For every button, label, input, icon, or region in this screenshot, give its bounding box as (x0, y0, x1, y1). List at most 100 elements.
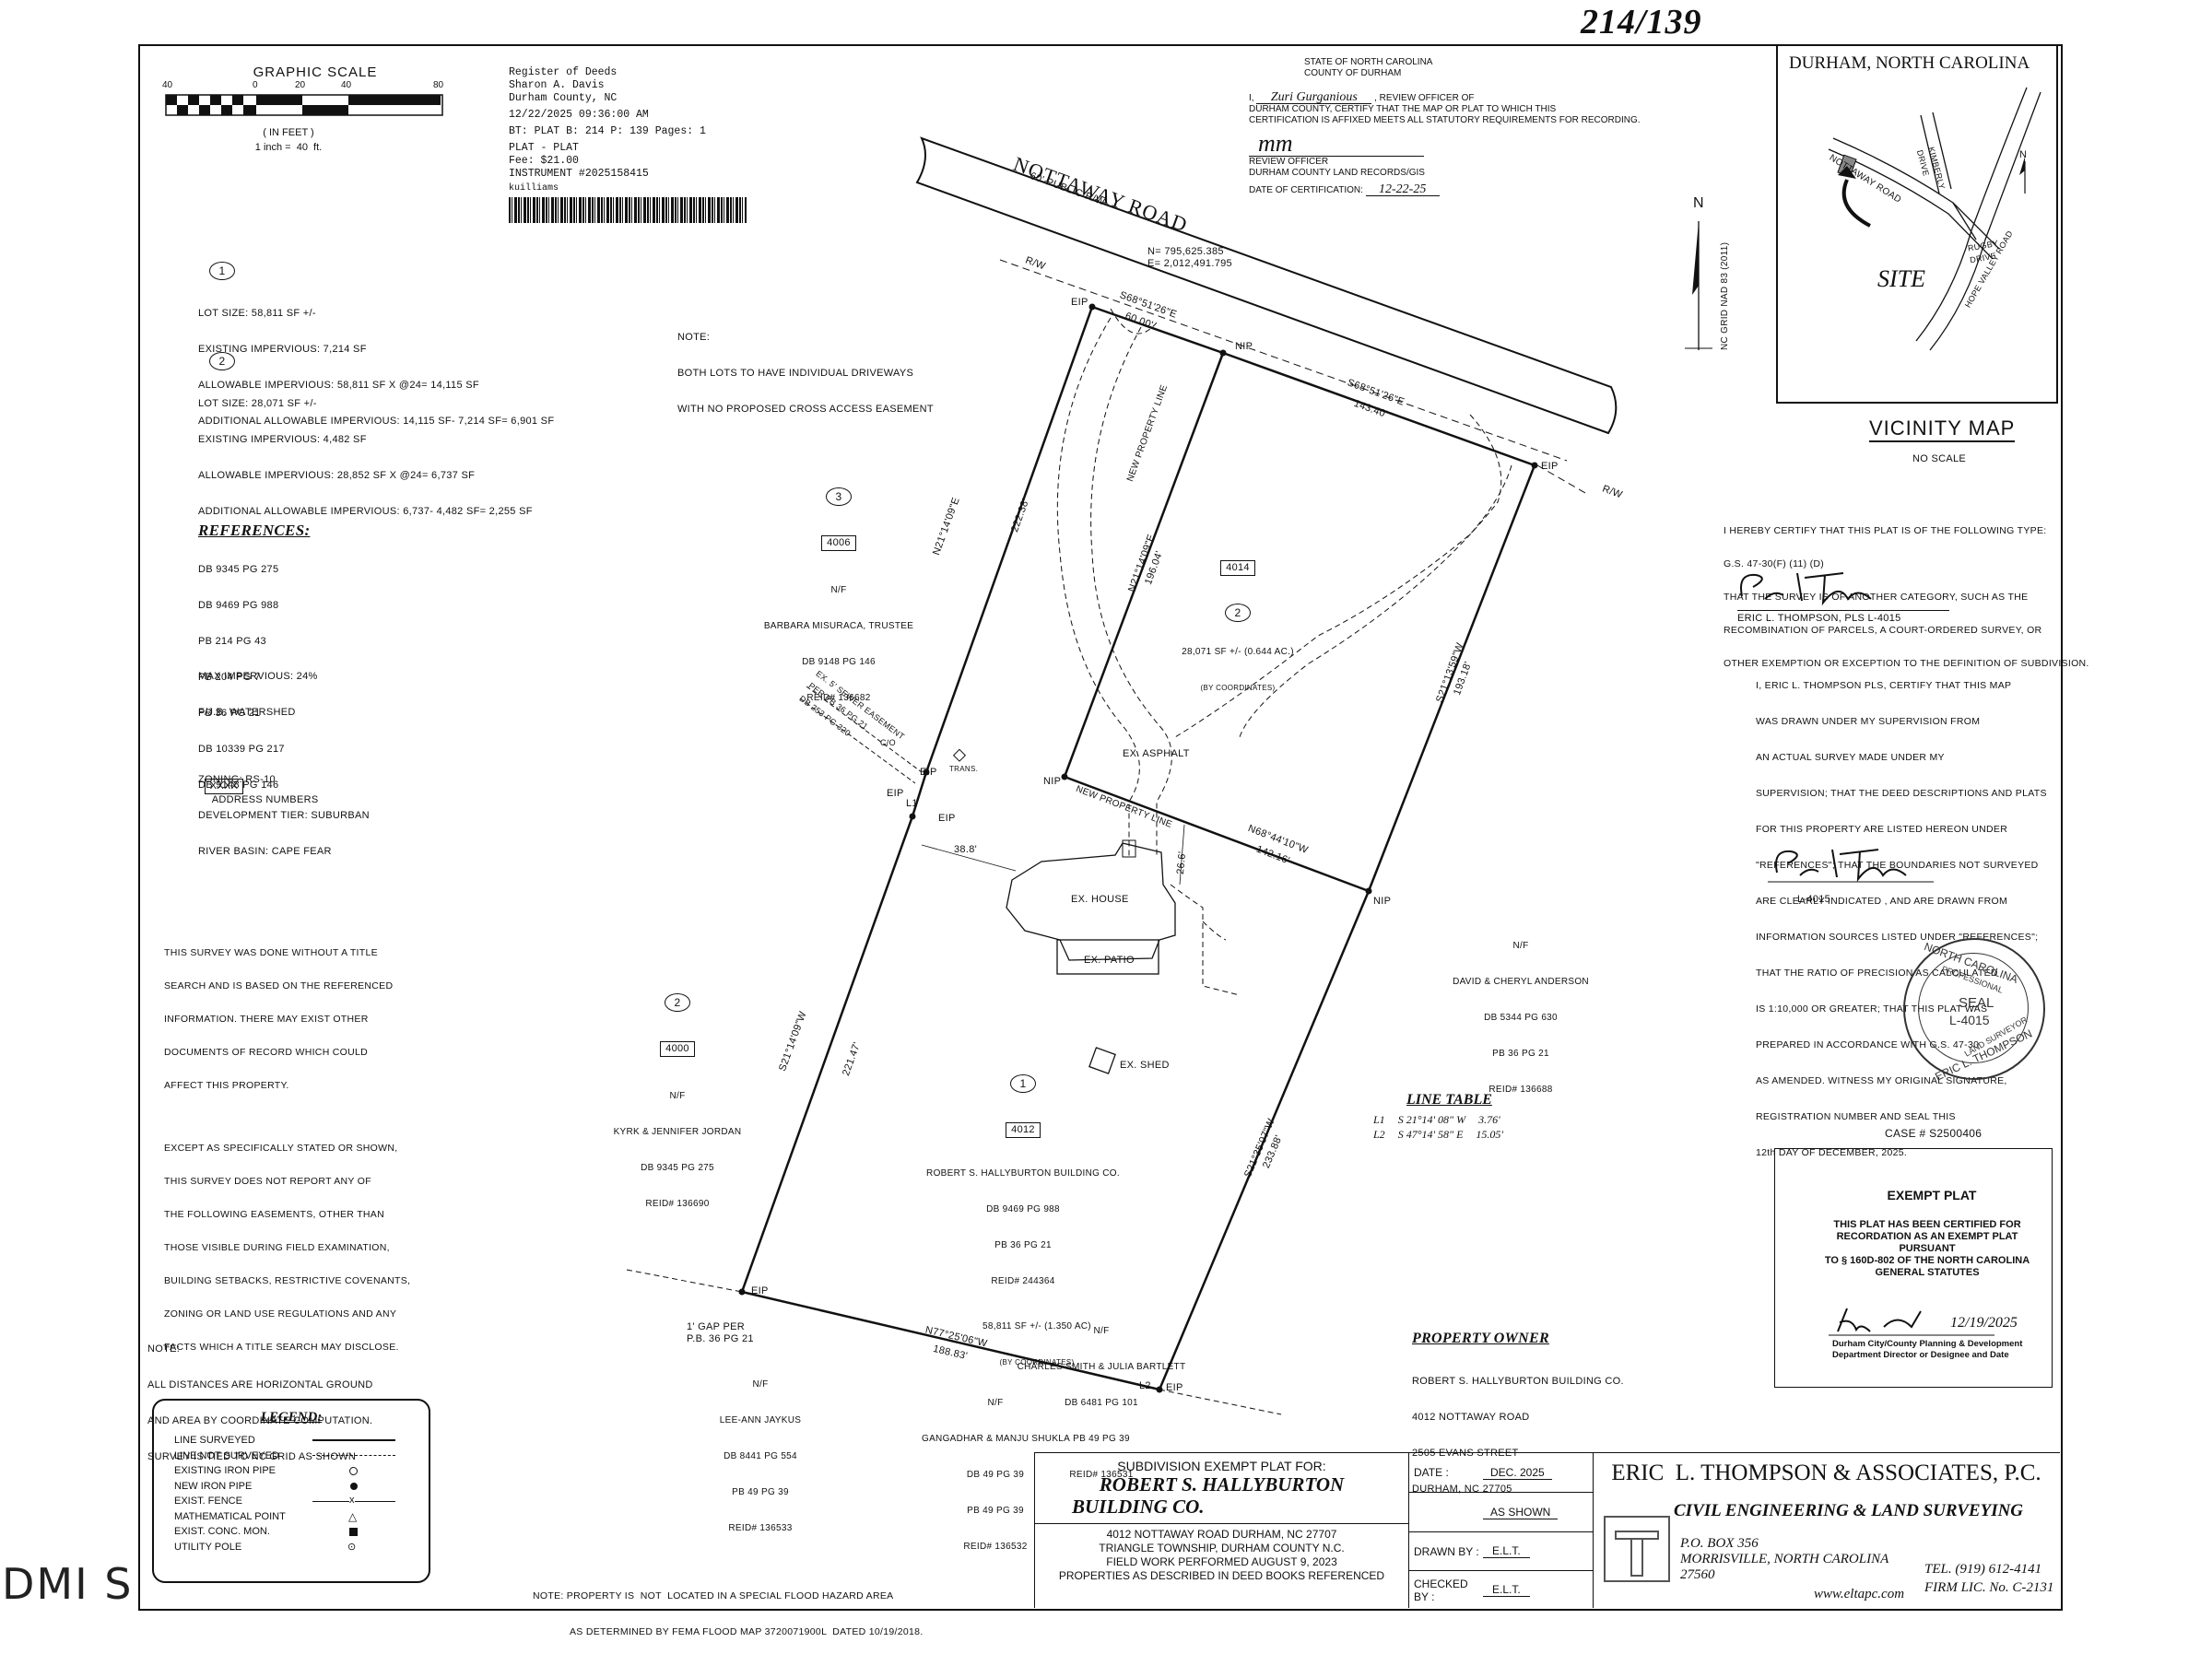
exempt-line: GENERAL STATUTES (1875, 1267, 1980, 1278)
seal-mid2: L-4015 (1949, 1013, 1990, 1027)
owner-line: 2505 EVANS STREET (1412, 1448, 1519, 1459)
legend-label: MATHEMATICAL POINT (174, 1510, 286, 1522)
grid-label: NC GRID NAD 83 (2011) (1720, 241, 1730, 350)
line-id: L1 (1373, 1113, 1385, 1126)
sewer-easement (806, 686, 923, 773)
iron-pipes (738, 303, 1538, 1393)
register-line: Sharon A. Davis (509, 79, 605, 91)
monument-icon (349, 1527, 358, 1536)
neighbor-line: N/F (669, 1091, 686, 1101)
surveyor-signature-2 (1768, 849, 1934, 883)
neighbor-line: DB 49 PG 39 (966, 1470, 1025, 1480)
plat-detail: 4012 NOTTAWAY ROAD DURHAM, NC 27707 (1106, 1528, 1337, 1541)
pin-label: EIP (1541, 461, 1559, 472)
cert-line: I, ERIC L. THOMPSON PLS, CERTIFY THAT TH… (1756, 680, 2012, 691)
pin-label: NIP (1373, 896, 1392, 907)
county-line: COUNTY OF DURHAM (1304, 68, 1402, 78)
nottaway-road (915, 136, 1618, 435)
gap-note: P.B. 36 PG 21 (687, 1333, 754, 1344)
scale-tick-label: 40 (162, 80, 173, 90)
exempt-line: PURSUANT (1899, 1243, 1956, 1254)
address-legend: XXXX ADDRESS NUMBERS (198, 767, 318, 806)
pin-label: EIP (938, 813, 956, 824)
neighbor-line: N/F (987, 1398, 1004, 1408)
utility-pole-icon: ⊙ (347, 1541, 357, 1553)
scale-tick-label: 80 (433, 80, 444, 90)
register-line: BT: PLAT B: 214 P: 139 Pages: 1 (509, 125, 706, 137)
review-title: DURHAM COUNTY LAND RECORDS/GIS (1249, 168, 1425, 178)
boundary-line (924, 306, 1094, 773)
dimension-label: 38.8' (954, 844, 978, 855)
legend-row: MATHEMATICAL POINT△ (174, 1509, 429, 1525)
review-prefix: I, (1249, 93, 1254, 103)
plat-type-certification: I HEREBY CERTIFY THAT THIS PLAT IS OF TH… (1724, 503, 2089, 680)
graphic-scale-title: GRAPHIC SCALE (253, 65, 378, 80)
cleanout-label: C/O (880, 738, 896, 747)
reference-item: PB 36 PG 21 (198, 708, 261, 719)
neighbor-line: N/F (1512, 941, 1529, 951)
ex-patio-outline (1056, 939, 1159, 975)
neighbor-line: N/F (752, 1379, 769, 1390)
graphic-scale: GRAPHIC SCALE 40 0 20 40 80 ( IN FEET ) … (162, 65, 450, 153)
note-line: THOSE VISIBLE DURING FIELD EXAMINATION, (164, 1242, 390, 1253)
reference-item: PB 204 PG 7 (198, 672, 261, 683)
zoning-line: F/J.B. WATERSHED (198, 707, 296, 718)
line-bearing: S 21°14' 08" W (1397, 1113, 1466, 1126)
firm-address: P.O. BOX 356 (1680, 1536, 1759, 1551)
scale-label: SCALE : (1414, 1506, 1457, 1519)
note-line: WITH NO PROPOSED CROSS ACCESS EASEMENT (677, 404, 934, 415)
note-line: AS DETERMINED BY FEMA FLOOD MAP 37200719… (570, 1626, 924, 1637)
owner-line: DB 9469 PG 988 (986, 1204, 1060, 1214)
ex-shed-outline (1088, 1047, 1116, 1074)
note-line: THE FOLLOWING EASEMENTS, OTHER THAN (164, 1209, 384, 1220)
neighbor-line: N/F (1093, 1326, 1110, 1336)
surveyor-seal: NORTH CAROLINA PROFESSIONAL SEAL L-4015 … (1903, 938, 2045, 1084)
lot-info-line: EXISTING IMPERVIOUS: 7,214 SF (198, 344, 367, 355)
line-not-surveyed (626, 1269, 743, 1293)
boundary-line (1222, 351, 1535, 467)
lot-info-line: ALLOWABLE IMPERVIOUS: 58,811 SF X @24= 1… (198, 380, 479, 391)
exempt-title: EXEMPT PLAT (1887, 1188, 1977, 1202)
pin-label: EIP (1166, 1382, 1183, 1393)
neighbor-shukla: N/F GANGADHAR & MANJU SHUKLA DB 49 PG 39… (922, 1373, 1071, 1565)
right-of-way-line-ext (1536, 464, 1586, 494)
neighbor-line: DB 6481 PG 101 (1065, 1398, 1138, 1408)
lot-info-line: ALLOWABLE IMPERVIOUS: 28,852 SF X @24= 6… (198, 470, 476, 481)
firm-block: ERIC L. THOMPSON & ASSOCIATES, P.C. CIVI… (1593, 1453, 2060, 1608)
review-signature: mm (1249, 132, 1424, 157)
exempt-line: TO § 160D-802 OF THE NORTH CAROLINA (1824, 1255, 2030, 1266)
neighbor-line: DB 5344 PG 630 (1484, 1013, 1558, 1023)
stairs (1122, 839, 1136, 858)
exempt-date: 12/19/2025 (1950, 1315, 2018, 1331)
note-line: AFFECT THIS PROPERTY. (164, 1080, 289, 1091)
title-block: SUBDIVISION EXEMPT PLAT FOR: ROBERT S. H… (1034, 1452, 2060, 1608)
legend-row: LINE NOT SURVEYED (174, 1449, 429, 1464)
cert-line: INFORMATION SOURCES LISTED UNDER "REFERE… (1756, 932, 2039, 943)
zoning-line: DEVELOPMENT TIER: SUBURBAN (198, 810, 370, 821)
legend-label: NEW IRON PIPE (174, 1480, 253, 1492)
note-line: ALL DISTANCES ARE HORIZONTAL GROUND (147, 1379, 373, 1390)
neighbor-line: REID# 136682 (806, 693, 871, 703)
legend-row: EXISTING IRON PIPE (174, 1463, 429, 1479)
cert-line: FOR THIS PROPERTY ARE LISTED HEREON UNDE… (1756, 824, 2008, 835)
neighbor-line: GANGADHAR & MANJU SHUKLA (922, 1434, 1071, 1444)
scale-ratio: 1 inch = 40 ft. (254, 142, 323, 153)
firm-address: 27560 (1680, 1567, 1715, 1582)
register-line: Durham County, NC (509, 92, 618, 104)
legend-row: EXIST. CONC. MON. (174, 1524, 429, 1540)
register-line: 12/22/2025 09:36:00 AM (509, 109, 649, 121)
lot-2-label: 4014 2 28,071 SF +/- (0.644 AC.) (BY COO… (1169, 536, 1307, 706)
boundary-line (1091, 305, 1224, 355)
neighbor-line: PB 36 PG 21 (1492, 1049, 1549, 1059)
boundary-line (911, 771, 928, 817)
exempt-footer: Durham City/County Planning & Developmen… (1832, 1339, 2023, 1349)
line-surveyed-symbol (312, 1439, 395, 1442)
register-user: kuilliams (509, 183, 559, 194)
right-of-way-line (999, 259, 1568, 462)
neighbor-line: REID# 136690 (645, 1199, 710, 1209)
note-line: DOCUMENTS OF RECORD WHICH COULD (164, 1047, 369, 1058)
pin-label: NIP (1235, 341, 1253, 352)
scale-bar (165, 94, 443, 116)
legend-label: LINE SURVEYED (174, 1435, 255, 1446)
neighbor-jaykus: N/F LEE-ANN JAYKUS DB 8441 PG 554 PB 49 … (705, 1355, 816, 1546)
